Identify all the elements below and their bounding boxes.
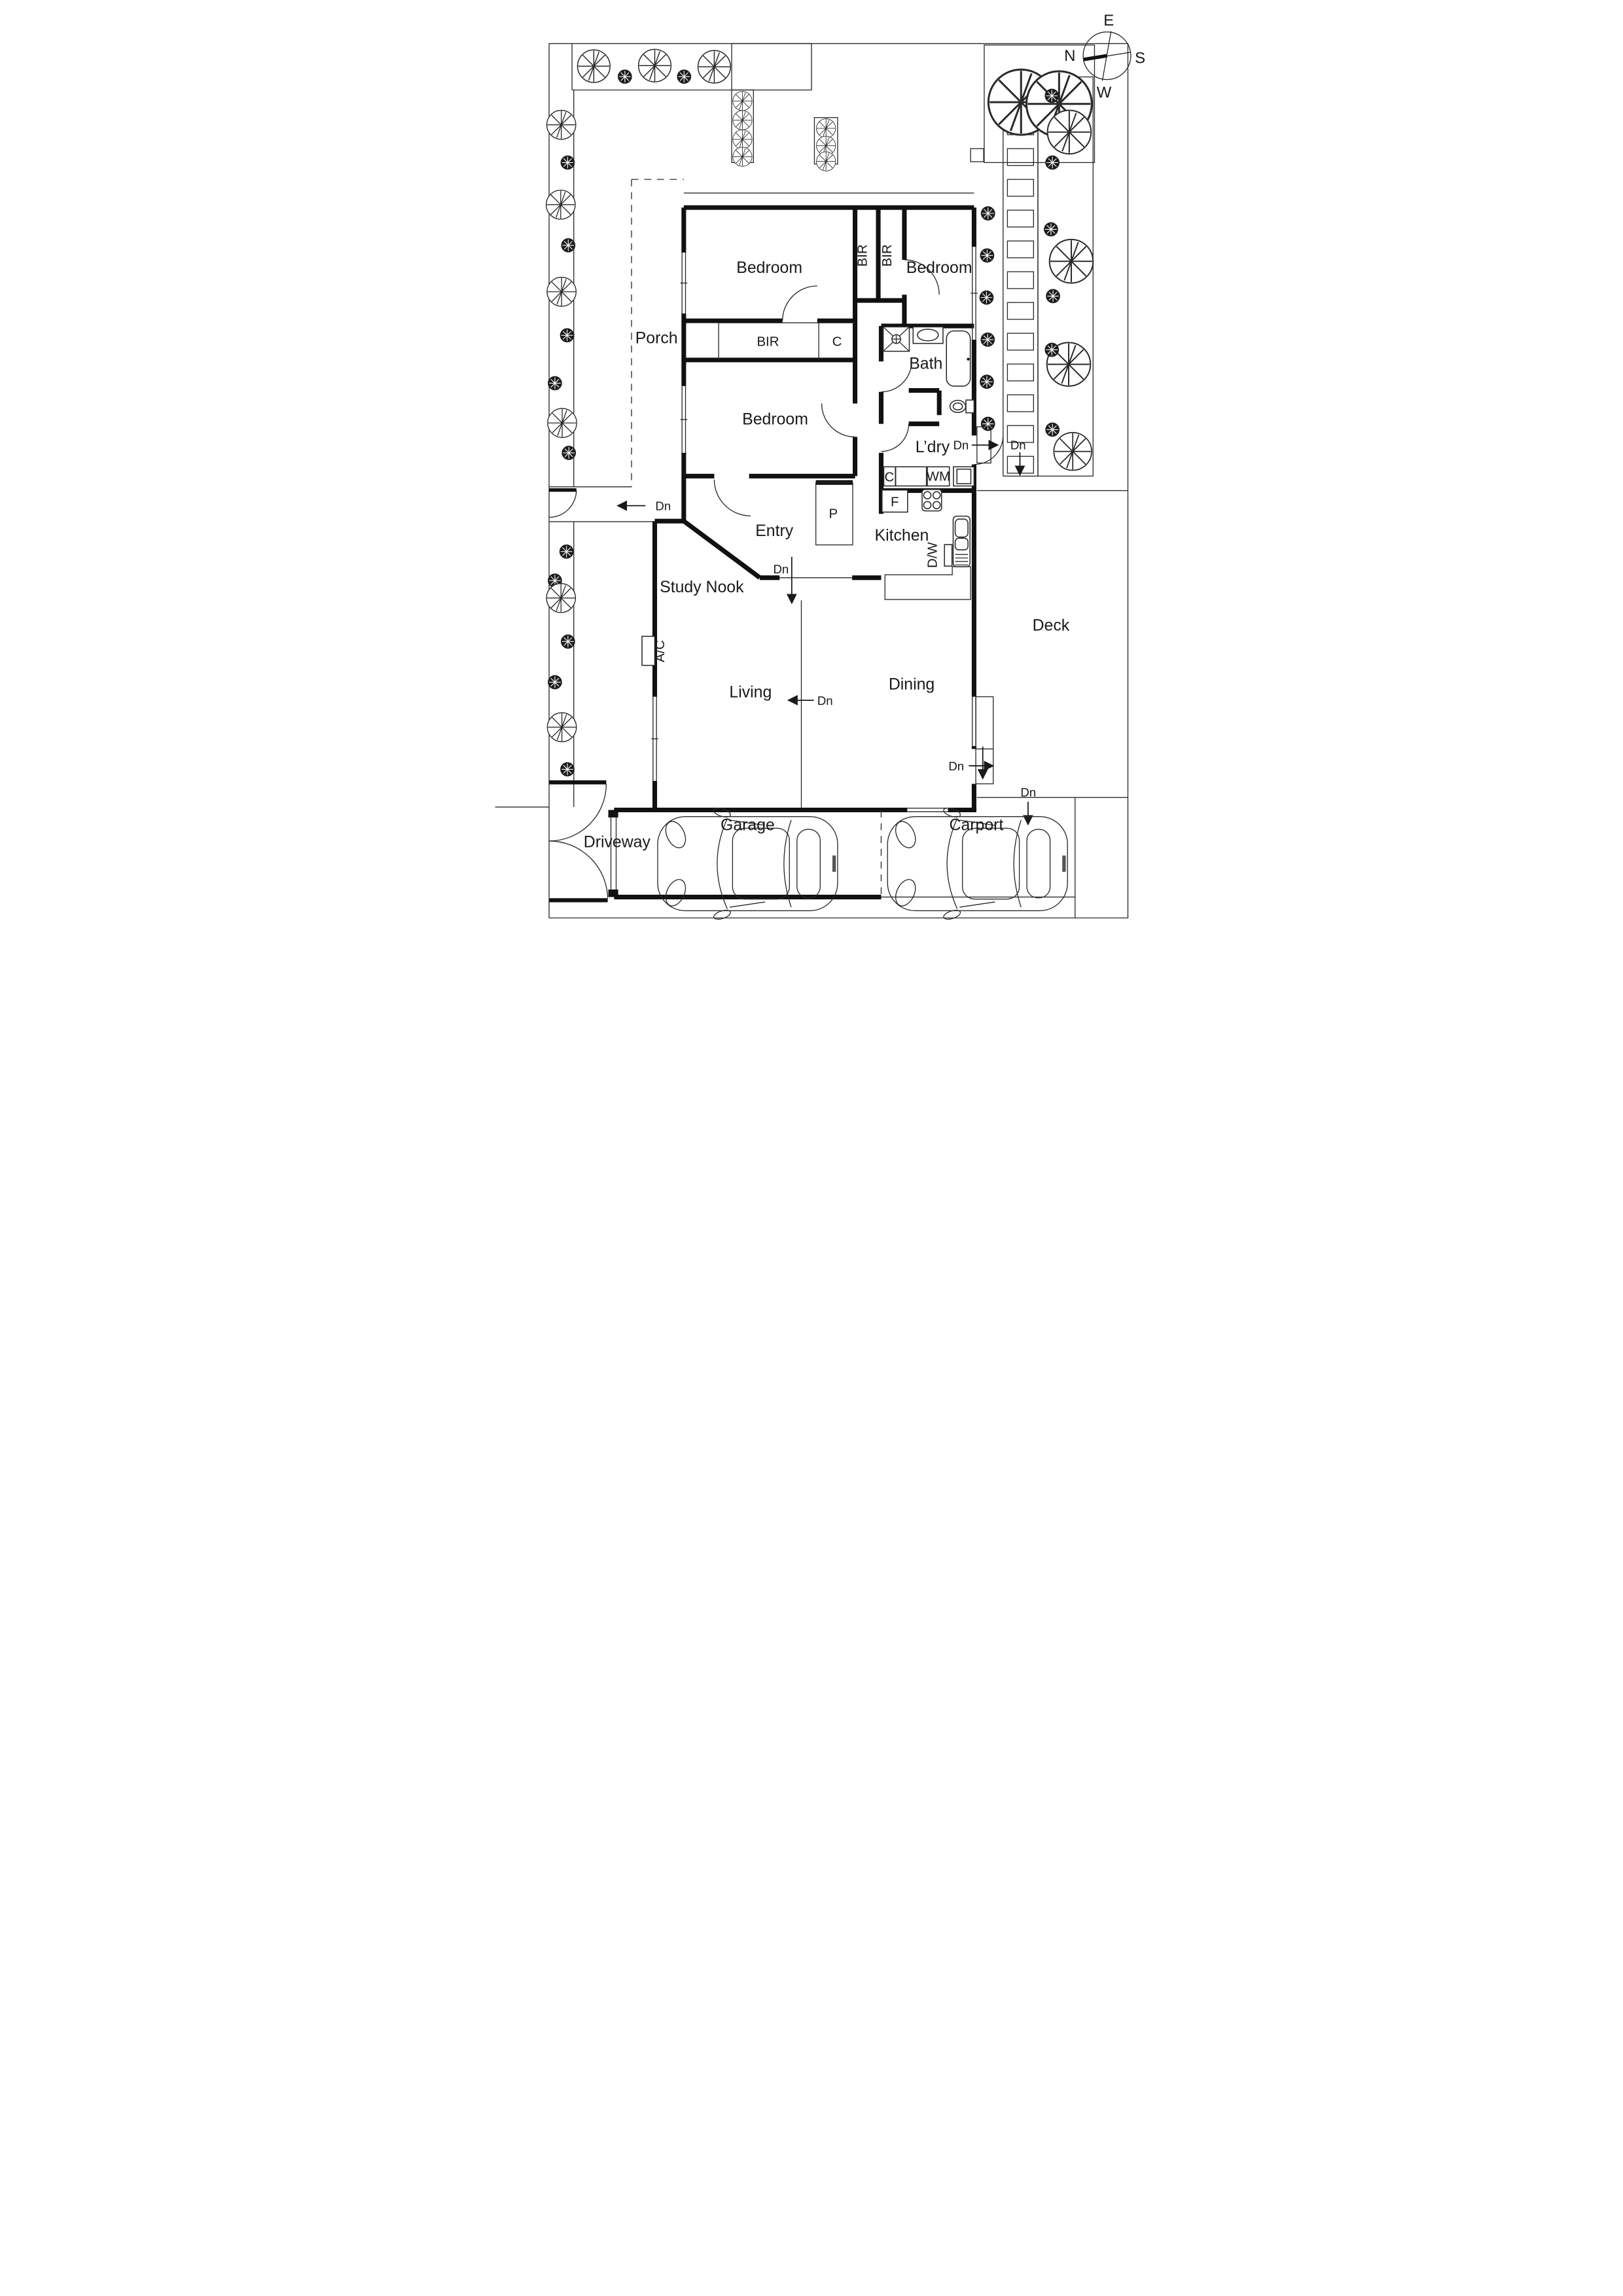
house-walls: [614, 192, 976, 900]
floorplan-drawing: E N S W Bedroom Bedroom Bedroom Bath L’d…: [495, 12, 1145, 922]
label-closet-hall: C: [832, 335, 842, 350]
label-kitchen: Kitchen: [875, 527, 929, 545]
laundry-bench: [895, 466, 927, 487]
label-laundry: L’dry: [916, 439, 950, 456]
dn-deck-door: Dn: [948, 759, 964, 773]
label-dining: Dining: [889, 675, 935, 693]
label-washing-machine: WM: [927, 470, 950, 484]
kitchen-fixtures: [882, 489, 971, 600]
dn-carport: Dn: [1020, 785, 1036, 799]
label-entry: Entry: [755, 522, 794, 540]
site-lines: [549, 179, 1128, 918]
label-air-conditioner: A/C: [653, 640, 668, 662]
laundry-fixtures: [883, 466, 975, 487]
label-bedroom-2: Bedroom: [906, 259, 972, 277]
dn-west-gate: Dn: [655, 499, 671, 512]
room-labels: Bedroom Bedroom Bedroom Bath L’dry Kitch…: [584, 259, 1070, 851]
compass-west: W: [1097, 84, 1112, 101]
laundry-trough: [953, 466, 975, 487]
paver-path-east: [1007, 86, 1034, 474]
fixture-labels: BIR BIR BIR C C WM F P D/W A/C: [653, 244, 950, 662]
toilet: [949, 399, 975, 414]
doors: [549, 259, 1004, 903]
dn-living-step: Dn: [817, 694, 833, 708]
dn-labels: Dn Dn Dn Dn Dn Dn Dn: [655, 439, 1036, 799]
compass-east: E: [1103, 12, 1114, 29]
sink: [952, 515, 971, 567]
air-conditioner-unit: [641, 636, 656, 666]
label-bir-2: BIR: [880, 244, 895, 266]
label-carport: Carport: [950, 817, 1004, 834]
label-living: Living: [729, 683, 772, 701]
label-bedroom-3: Bedroom: [742, 410, 808, 428]
label-bir-1: BIR: [855, 244, 870, 266]
fridge: [882, 489, 908, 513]
label-closet-laundry: C: [885, 470, 895, 484]
bathroom-fixtures: [882, 326, 975, 414]
compass-south: S: [1135, 50, 1145, 67]
windows: [651, 247, 978, 812]
compass-north: N: [1064, 47, 1075, 65]
dn-path-end: Dn: [1010, 439, 1026, 452]
label-bir-3: BIR: [757, 335, 779, 350]
label-garage: Garage: [721, 817, 775, 834]
washing-machine: [927, 466, 950, 487]
cooktop: [921, 489, 942, 512]
vanity-basin: [912, 326, 944, 344]
label-deck: Deck: [1033, 617, 1070, 634]
label-driveway: Driveway: [584, 833, 651, 851]
label-bedroom-1: Bedroom: [736, 259, 802, 277]
dn-laundry-door: Dn: [953, 439, 969, 452]
label-pantry: P: [829, 507, 838, 522]
floorplan-page: E N S W Bedroom Bedroom Bedroom Bath L’d…: [452, 0, 1171, 1018]
label-fridge: F: [891, 495, 899, 510]
step-markers: [616, 439, 1033, 826]
label-porch: Porch: [635, 329, 678, 347]
compass-icon: E N S W: [1064, 12, 1145, 101]
label-dishwasher: D/W: [926, 541, 940, 567]
label-bath: Bath: [909, 355, 942, 372]
dishwasher: [944, 544, 953, 567]
shower: [882, 326, 910, 352]
dn-hall-step: Dn: [773, 562, 789, 576]
lot-boundary: [495, 43, 1129, 919]
trees: [545, 48, 1094, 777]
island-bench: [884, 566, 971, 600]
label-study-nook: Study Nook: [660, 579, 744, 596]
bathtub: [946, 330, 971, 387]
vehicles: [657, 806, 1068, 922]
